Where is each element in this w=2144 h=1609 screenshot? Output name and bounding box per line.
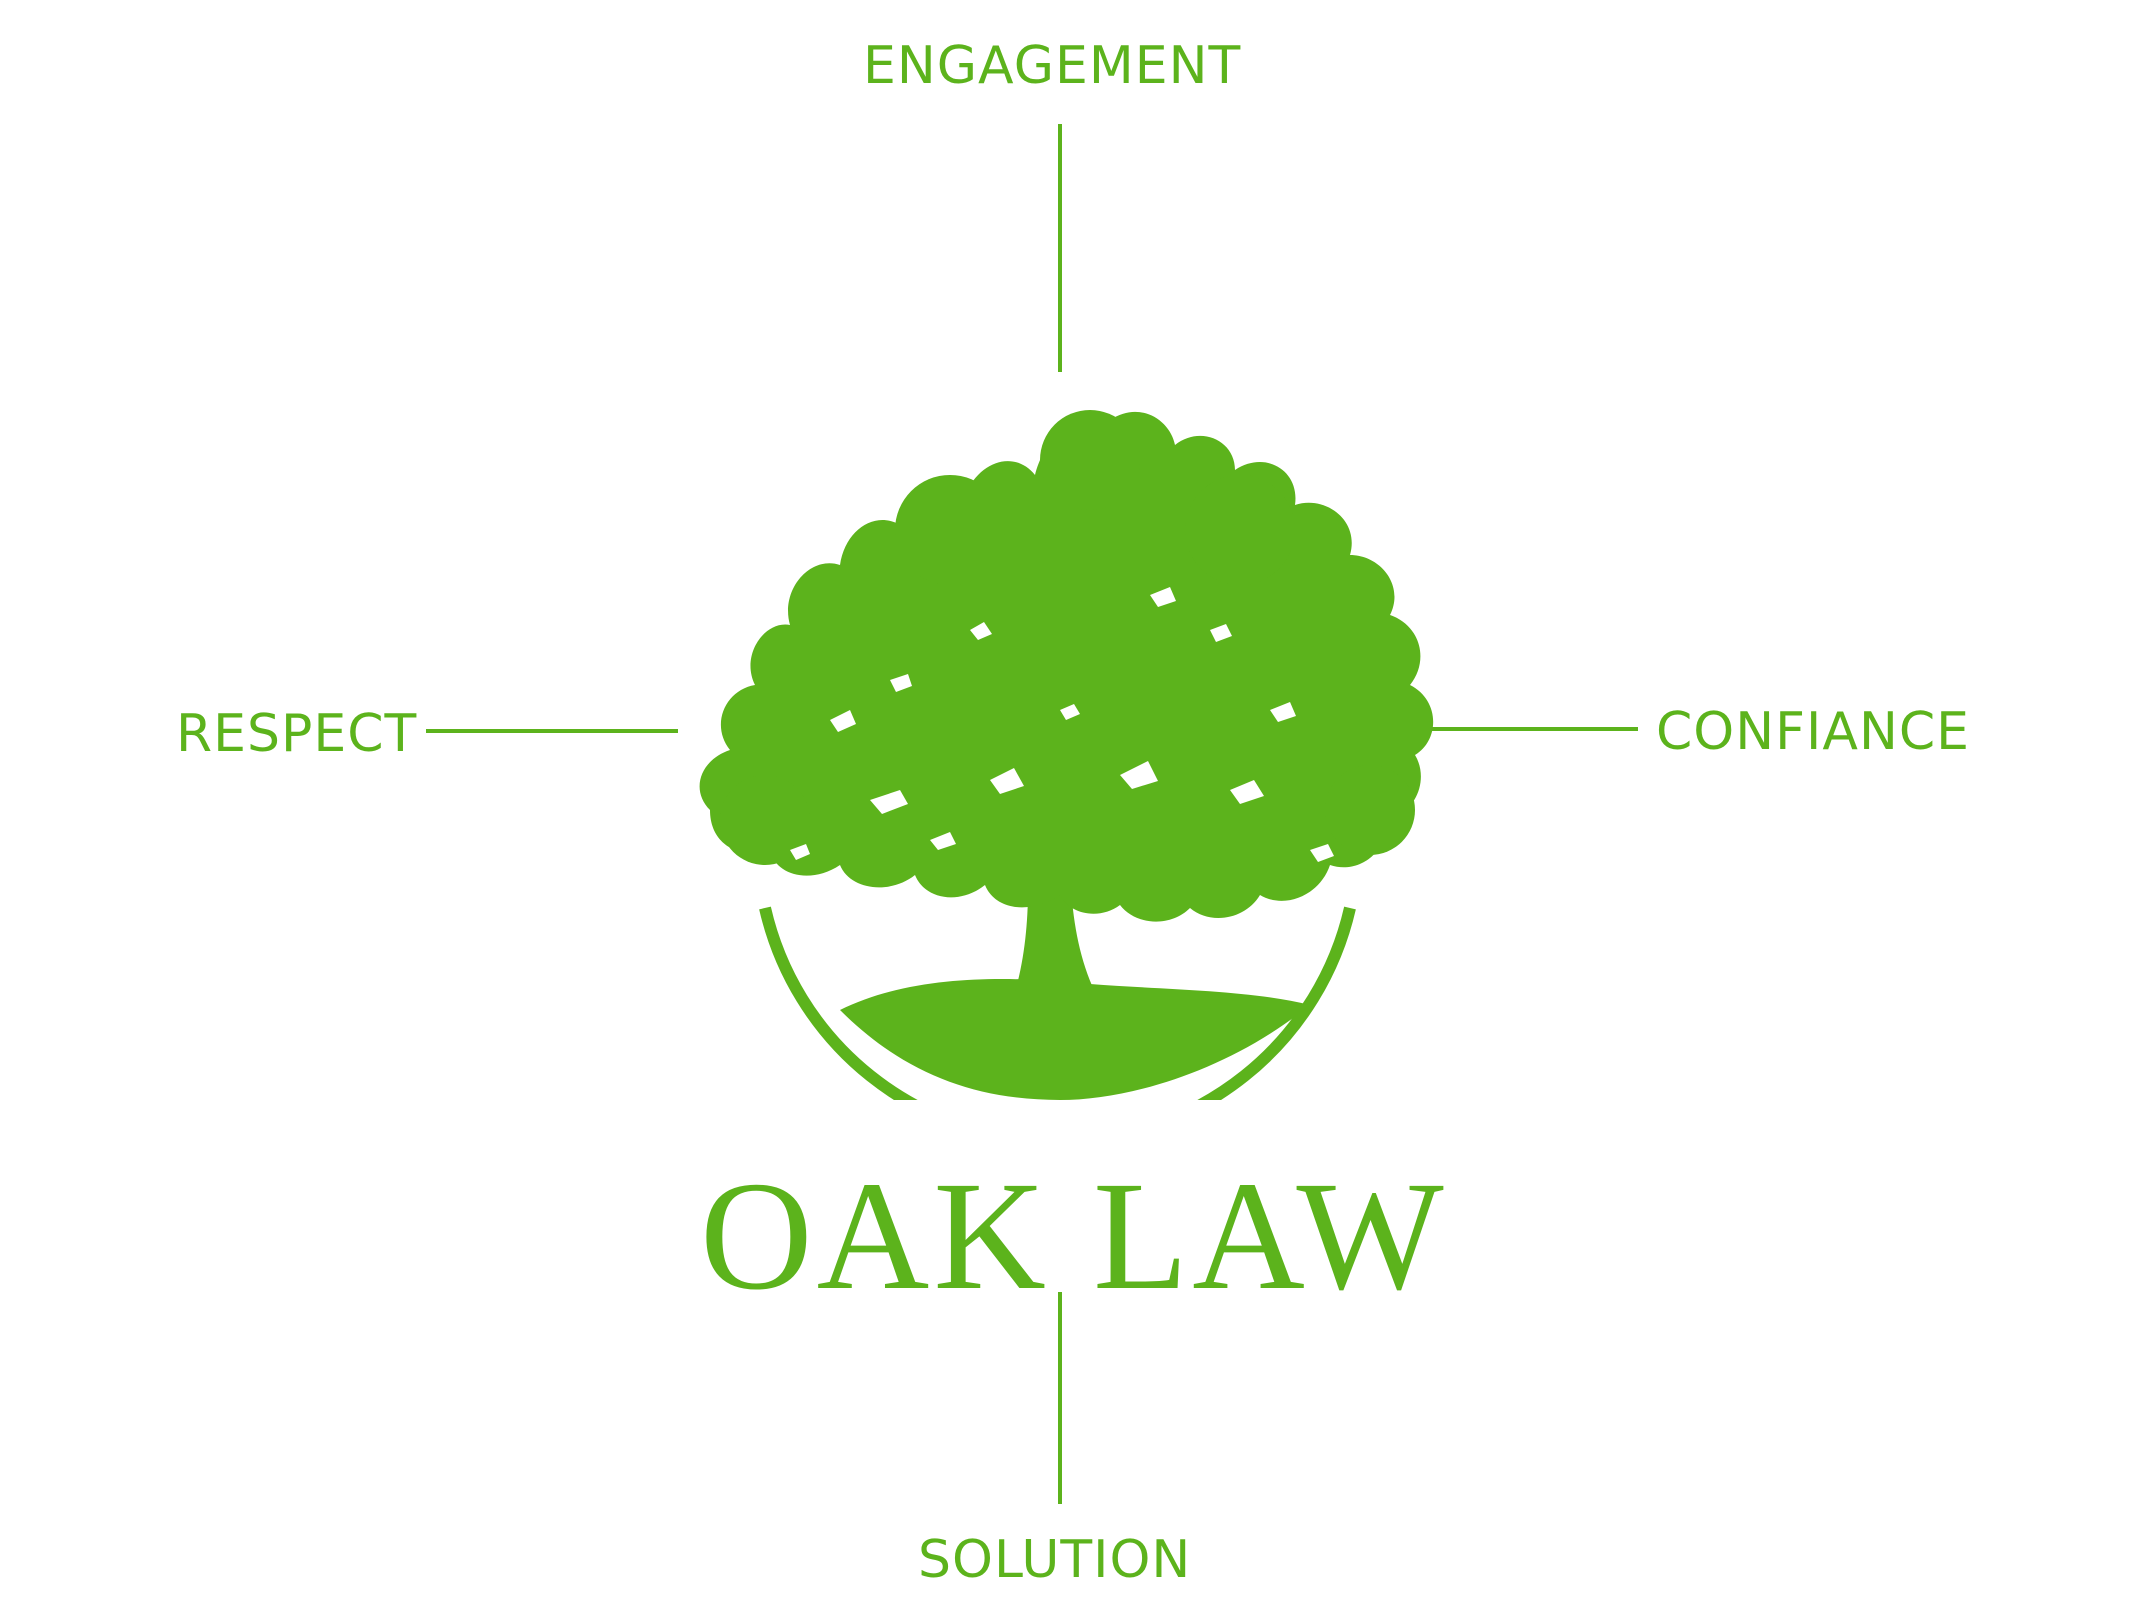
connector-line-bottom — [1058, 1292, 1062, 1504]
connector-line-top — [1058, 124, 1062, 372]
value-respect: RESPECT — [176, 704, 418, 764]
value-engagement: ENGAGEMENT — [863, 36, 1242, 96]
value-confiance: CONFIANCE — [1656, 702, 1971, 762]
connector-line-right — [1418, 727, 1638, 731]
value-solution: SOLUTION — [918, 1530, 1192, 1590]
brand-name: OAK LAW — [700, 1149, 1448, 1322]
connector-line-left — [426, 729, 678, 733]
oak-tree-icon — [699, 410, 1434, 1100]
